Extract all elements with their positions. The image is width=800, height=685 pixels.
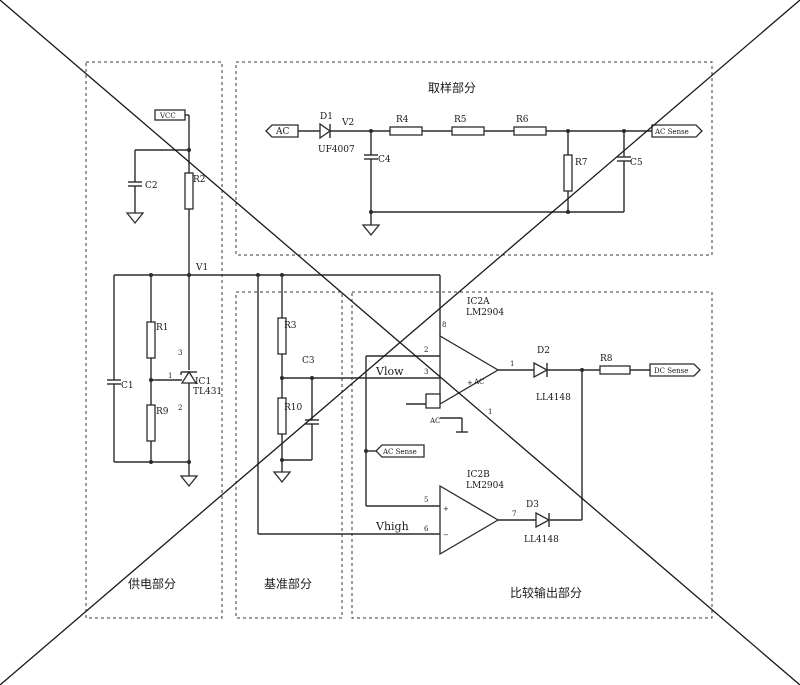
opamp-ic2a [439, 334, 500, 406]
d3-part-label: LL4148 [524, 535, 559, 545]
supply-circuit: VCC C2 R2 V1 C1 R1 R9 [107, 109, 440, 488]
latch-block [425, 393, 441, 409]
ac-sense-output-label: AC Sense [654, 128, 689, 136]
v1-net-label: V1 [195, 263, 208, 273]
r6-label: R6 [516, 115, 529, 125]
r5-label: R5 [454, 115, 467, 125]
sampling-section-box [235, 61, 713, 256]
ic2b-pin7: 7 [512, 510, 516, 518]
c4-label: C4 [378, 155, 391, 165]
compare-section-box [351, 291, 713, 619]
c3-label: C3 [302, 356, 315, 366]
resistor-r7 [563, 154, 573, 192]
ic2b-pin6: 6 [424, 525, 429, 533]
diode-d1 [319, 122, 332, 140]
ic1-label: IC1 [195, 377, 211, 387]
ic1-pin1: 1 [168, 372, 172, 380]
r7-label: R7 [575, 158, 588, 168]
ic1-pin2: 2 [178, 404, 182, 412]
ac-sense-output-port [651, 124, 703, 138]
vhigh-net-label: Vhigh [375, 520, 409, 533]
ic2b-plus: + [443, 505, 449, 513]
ic1-pin3: 3 [178, 349, 182, 357]
r9-label: R9 [156, 407, 169, 417]
sampling-circuit: AC D1 UF4007 V2 C4 R4 R5 R6 R7 [265, 112, 703, 237]
reference-circuit: R3 C3 R10 [257, 275, 440, 535]
ac-inner-label-b: AC [429, 417, 440, 425]
ground-symbol [272, 471, 292, 484]
d2-part-label: LL4148 [536, 393, 571, 403]
c2-label: C2 [145, 181, 158, 191]
r4-label: R4 [396, 115, 409, 125]
c5-label: C5 [630, 158, 643, 168]
c1-label: C1 [121, 381, 134, 391]
ic2b-minus: − [443, 531, 449, 539]
v2-net-label: V2 [341, 118, 354, 128]
r10-label: R10 [284, 403, 303, 413]
ic2a-plus: + [467, 379, 473, 387]
resistor-r6 [513, 126, 547, 136]
ground-symbol [125, 212, 145, 225]
ground-symbol [361, 224, 381, 237]
ic2b-part-label: LM2904 [466, 481, 504, 491]
r2-label: R2 [193, 175, 206, 185]
resistor-r4 [389, 126, 423, 136]
reference-section-box [235, 291, 343, 619]
d1-label: D1 [320, 112, 333, 122]
reference-section-title: 基准部分 [264, 576, 312, 591]
ac-inner-label-a: AC [473, 378, 484, 386]
ic2a-pin3: 3 [424, 368, 428, 376]
ic2a-pin1: 1 [510, 360, 514, 368]
d3-label: D3 [526, 500, 539, 510]
vcc-label: VCC [159, 112, 176, 120]
ic2b-pin5: 5 [424, 496, 428, 504]
ground-symbol [179, 475, 199, 488]
compare-section-title: 比较输出部分 [510, 585, 582, 600]
vlow-net-label: Vlow [375, 365, 404, 378]
ac-input-label: AC [275, 127, 289, 137]
ic2a-pin8: 8 [442, 321, 446, 329]
r1-label: R1 [156, 323, 169, 333]
supply-section-box [85, 61, 223, 619]
ic1-part-label: TL431 [193, 387, 222, 397]
compare-circuit: IC2A LM2904 8 2 3 Vlow AC + 1 AC AC Sens… [364, 275, 701, 556]
resistor-r1 [146, 321, 156, 359]
resistor-r5 [451, 126, 485, 136]
sampling-section-title: 取样部分 [428, 80, 476, 95]
supply-section-title: 供电部分 [128, 576, 176, 591]
ic2a-pin1-low: 1 [488, 408, 492, 416]
ic2a-part-label: LM2904 [466, 308, 504, 318]
dc-sense-label: DC Sense [654, 367, 688, 375]
ac-sense-input-port [375, 444, 425, 458]
resistor-r8 [599, 365, 631, 375]
ac-sense-input-label: AC Sense [382, 448, 417, 456]
d2-label: D2 [537, 346, 550, 356]
ic2b-label: IC2B [467, 470, 490, 480]
dc-sense-output-port [649, 363, 701, 377]
diode-d2 [533, 361, 549, 379]
r8-label: R8 [600, 354, 613, 364]
ic2a-pin2: 2 [424, 346, 428, 354]
ic2a-label: IC2A [467, 297, 490, 307]
resistor-r9 [146, 404, 156, 442]
diode-d3 [535, 511, 551, 529]
opamp-ic2b [439, 484, 500, 556]
resistor-r2 [184, 172, 194, 210]
r3-label: R3 [284, 321, 297, 331]
d1-part-label: UF4007 [318, 145, 355, 155]
